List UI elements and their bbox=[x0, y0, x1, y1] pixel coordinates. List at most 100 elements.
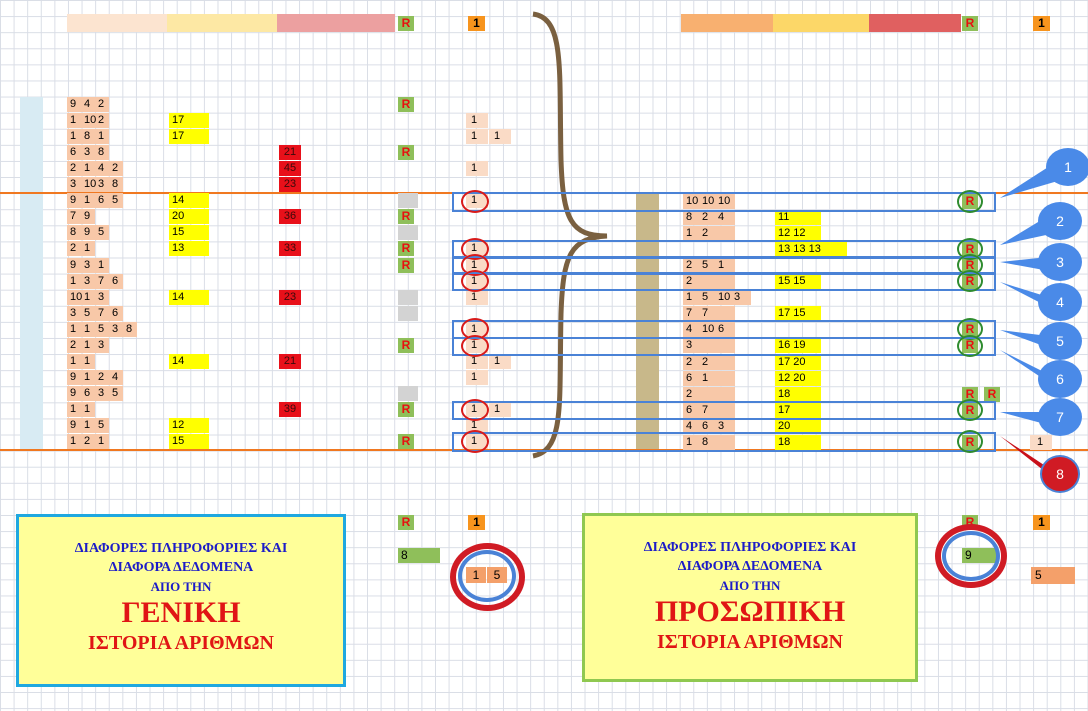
left-number-cell[interactable]: 4 bbox=[98, 162, 105, 175]
left-r-badge[interactable]: R bbox=[398, 401, 414, 417]
left-number-cell[interactable]: 1 bbox=[84, 419, 91, 431]
right-yellow-cell[interactable]: 18 bbox=[775, 434, 821, 450]
right-yellow-cell[interactable]: 17 20 bbox=[775, 354, 821, 370]
right-number-cell[interactable]: 8 bbox=[686, 211, 693, 224]
left-number-cell[interactable]: 1 bbox=[70, 274, 77, 287]
left-number-cell[interactable]: 2 bbox=[70, 338, 77, 351]
left-number-cell[interactable]: 1 bbox=[70, 402, 77, 415]
left-number-cell[interactable]: 5 bbox=[98, 322, 105, 335]
right-number-cell[interactable]: 6 bbox=[718, 323, 725, 336]
right-number-cell[interactable]: 2 bbox=[702, 355, 709, 368]
left-number-cell[interactable]: 9 bbox=[70, 386, 77, 399]
left-number-cell[interactable]: 3 bbox=[98, 386, 105, 399]
right-number-cell[interactable]: 3 bbox=[734, 291, 741, 304]
right-number-cell[interactable]: 1 bbox=[686, 227, 693, 240]
left-number-cell[interactable]: 8 bbox=[112, 178, 119, 191]
left-number-cell[interactable]: 6 bbox=[112, 274, 119, 287]
right-number-cell[interactable]: 1 bbox=[702, 371, 709, 384]
left-red-cell[interactable]: 33 bbox=[279, 241, 301, 257]
right-yellow-cell[interactable]: 17 bbox=[775, 402, 821, 418]
right-number-cell[interactable]: 2 bbox=[686, 387, 693, 400]
left-number-cell[interactable]: 1 bbox=[84, 322, 91, 335]
left-number-cell[interactable]: 1 bbox=[70, 354, 77, 367]
left-yellow-cell[interactable]: 15 bbox=[169, 225, 209, 241]
left-number-cell[interactable]: 3 bbox=[70, 178, 77, 191]
left-one-cell[interactable]: 1 bbox=[466, 418, 488, 433]
left-number-cell[interactable]: 8 bbox=[126, 322, 133, 335]
left-number-cell[interactable]: 3 bbox=[112, 322, 119, 335]
left-number-cell[interactable]: 6 bbox=[70, 146, 77, 159]
left-number-cell[interactable]: 1 bbox=[84, 162, 91, 175]
left-number-cell[interactable]: 3 bbox=[84, 146, 91, 159]
left-yellow-cell[interactable]: 20 bbox=[169, 209, 209, 225]
left-yellow-cell[interactable]: 14 bbox=[169, 193, 209, 209]
left-number-cell[interactable]: 2 bbox=[84, 435, 91, 448]
left-number-cell[interactable]: 7 bbox=[98, 306, 105, 319]
left-yellow-cell[interactable]: 13 bbox=[169, 241, 209, 257]
header-one-badge-right[interactable]: 1 bbox=[1033, 16, 1050, 31]
right-number-cell[interactable]: 10 bbox=[718, 291, 731, 304]
right-r-badge-2[interactable]: R bbox=[984, 386, 1000, 402]
left-number-cell[interactable]: 1 bbox=[70, 114, 77, 127]
left-number-cell[interactable]: 1 bbox=[84, 402, 91, 415]
right-number-cell[interactable]: 4 bbox=[718, 211, 725, 224]
left-one-cell[interactable]: 1 bbox=[466, 161, 488, 177]
left-red-cell[interactable]: 23 bbox=[279, 289, 301, 305]
left-number-cell[interactable]: 1 bbox=[84, 370, 91, 383]
left-number-cell[interactable]: 10 bbox=[70, 290, 83, 303]
right-number-cell[interactable]: 1 bbox=[718, 259, 725, 272]
right-number-cell[interactable]: 5 bbox=[702, 291, 709, 304]
left-number-cell[interactable]: 3 bbox=[98, 290, 105, 303]
right-number-cell[interactable]: 2 bbox=[686, 259, 693, 272]
right-number-cell[interactable]: 2 bbox=[686, 275, 693, 288]
left-number-cell[interactable]: 5 bbox=[98, 419, 105, 431]
right-number-cell[interactable]: 10 bbox=[702, 195, 715, 207]
left-number-cell[interactable]: 4 bbox=[84, 98, 91, 110]
left-number-cell[interactable]: 1 bbox=[84, 194, 91, 207]
left-red-cell[interactable]: 36 bbox=[279, 209, 301, 225]
left-number-cell[interactable]: 10 bbox=[84, 114, 97, 127]
right-yellow-cell[interactable]: 12 20 bbox=[775, 370, 821, 386]
left-r-badge[interactable]: R bbox=[398, 337, 414, 353]
right-number-cell[interactable]: 6 bbox=[686, 403, 693, 416]
left-number-cell[interactable]: 1 bbox=[98, 258, 105, 271]
left-number-cell[interactable]: 2 bbox=[98, 98, 105, 110]
right-number-cell[interactable]: 3 bbox=[718, 419, 725, 432]
left-number-cell[interactable]: 1 bbox=[84, 242, 91, 255]
left-number-cell[interactable]: 1 bbox=[70, 322, 77, 335]
left-one-cell-2[interactable]: 1 bbox=[489, 129, 511, 145]
left-number-cell[interactable]: 10 bbox=[84, 178, 97, 191]
left-number-cell[interactable]: 1 bbox=[98, 130, 105, 143]
summary-one-right[interactable]: 1 bbox=[1033, 515, 1050, 530]
left-red-cell[interactable]: 23 bbox=[279, 177, 301, 193]
left-number-cell[interactable]: 5 bbox=[98, 226, 105, 239]
left-number-cell[interactable]: 3 bbox=[98, 178, 105, 191]
right-yellow-cell[interactable]: 15 15 bbox=[775, 274, 821, 290]
left-number-cell[interactable]: 3 bbox=[84, 274, 91, 287]
left-number-cell[interactable]: 1 bbox=[70, 130, 77, 143]
right-yellow-cell[interactable]: 18 bbox=[775, 386, 821, 402]
left-number-cell[interactable]: 9 bbox=[70, 258, 77, 271]
left-number-cell[interactable]: 8 bbox=[70, 226, 77, 239]
left-r-badge[interactable]: R bbox=[398, 145, 414, 161]
left-number-cell[interactable]: 5 bbox=[112, 194, 119, 207]
left-number-cell[interactable]: 1 bbox=[84, 290, 91, 303]
right-number-cell[interactable]: 4 bbox=[686, 323, 693, 336]
left-one-cell[interactable]: 1 bbox=[466, 129, 488, 145]
left-yellow-cell[interactable]: 12 bbox=[169, 418, 209, 433]
right-number-cell[interactable]: 7 bbox=[702, 307, 709, 320]
left-number-cell[interactable]: 8 bbox=[84, 130, 91, 143]
right-yellow-cell[interactable]: 11 bbox=[775, 210, 821, 226]
header-one-badge-left[interactable]: 1 bbox=[468, 16, 485, 31]
left-one-cell[interactable]: 1 bbox=[466, 113, 488, 129]
right-number-cell[interactable]: 10 bbox=[686, 195, 699, 207]
left-red-cell[interactable]: 45 bbox=[279, 161, 301, 177]
right-number-cell[interactable]: 6 bbox=[702, 419, 709, 432]
left-yellow-cell[interactable]: 14 bbox=[169, 289, 209, 305]
left-r-badge[interactable]: R bbox=[398, 434, 414, 450]
right-yellow-cell[interactable]: 13 13 13 bbox=[775, 242, 847, 258]
left-number-cell[interactable]: 2 bbox=[70, 242, 77, 255]
left-yellow-cell[interactable]: 14 bbox=[169, 353, 209, 369]
right-yellow-cell[interactable]: 16 19 bbox=[775, 338, 821, 354]
left-number-cell[interactable]: 2 bbox=[98, 114, 105, 127]
